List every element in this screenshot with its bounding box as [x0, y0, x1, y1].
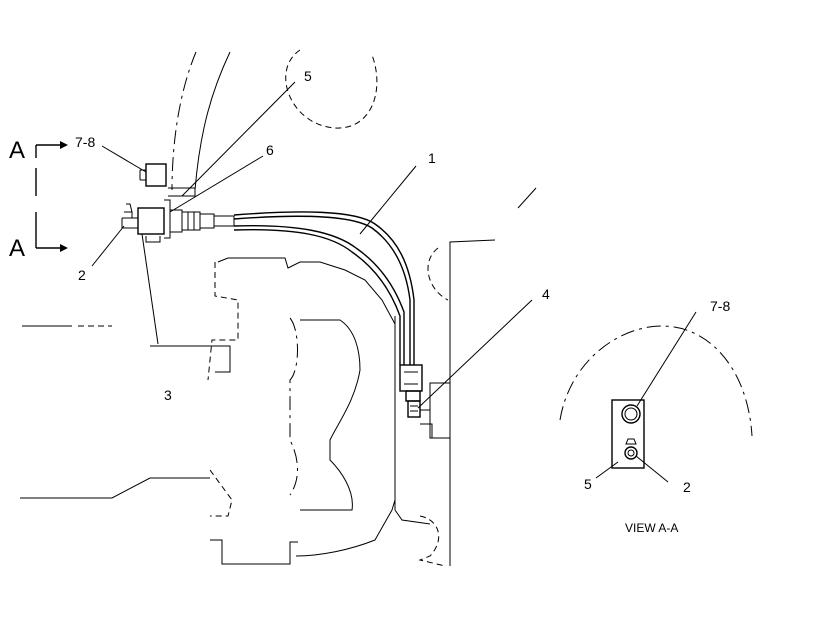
callout-6: 6: [266, 142, 274, 158]
bracket-assembly: [121, 163, 235, 243]
section-label-bottom: A: [9, 235, 25, 262]
view-callout-7-8: 7-8: [710, 298, 730, 314]
callouts: 7-8 5 6 1 4 2 3: [75, 68, 550, 403]
view-a-a-detail: 7-8 2 5 VIEW A-A: [559, 298, 753, 535]
leader-lines: [91, 81, 533, 409]
view-callout-5: 5: [584, 476, 592, 492]
frame-outline: [20, 49, 537, 567]
section-label-top: A: [9, 137, 25, 164]
view-title: VIEW A-A: [625, 521, 678, 535]
callout-2: 2: [78, 267, 86, 283]
view-callout-2: 2: [683, 479, 691, 495]
callout-4: 4: [542, 286, 550, 302]
callout-1: 1: [428, 150, 436, 166]
callout-7-8: 7-8: [75, 134, 95, 150]
section-marker: A A: [9, 137, 68, 262]
hose-assembly: [233, 211, 451, 439]
callout-3: 3: [164, 387, 172, 403]
callout-5: 5: [304, 68, 312, 84]
